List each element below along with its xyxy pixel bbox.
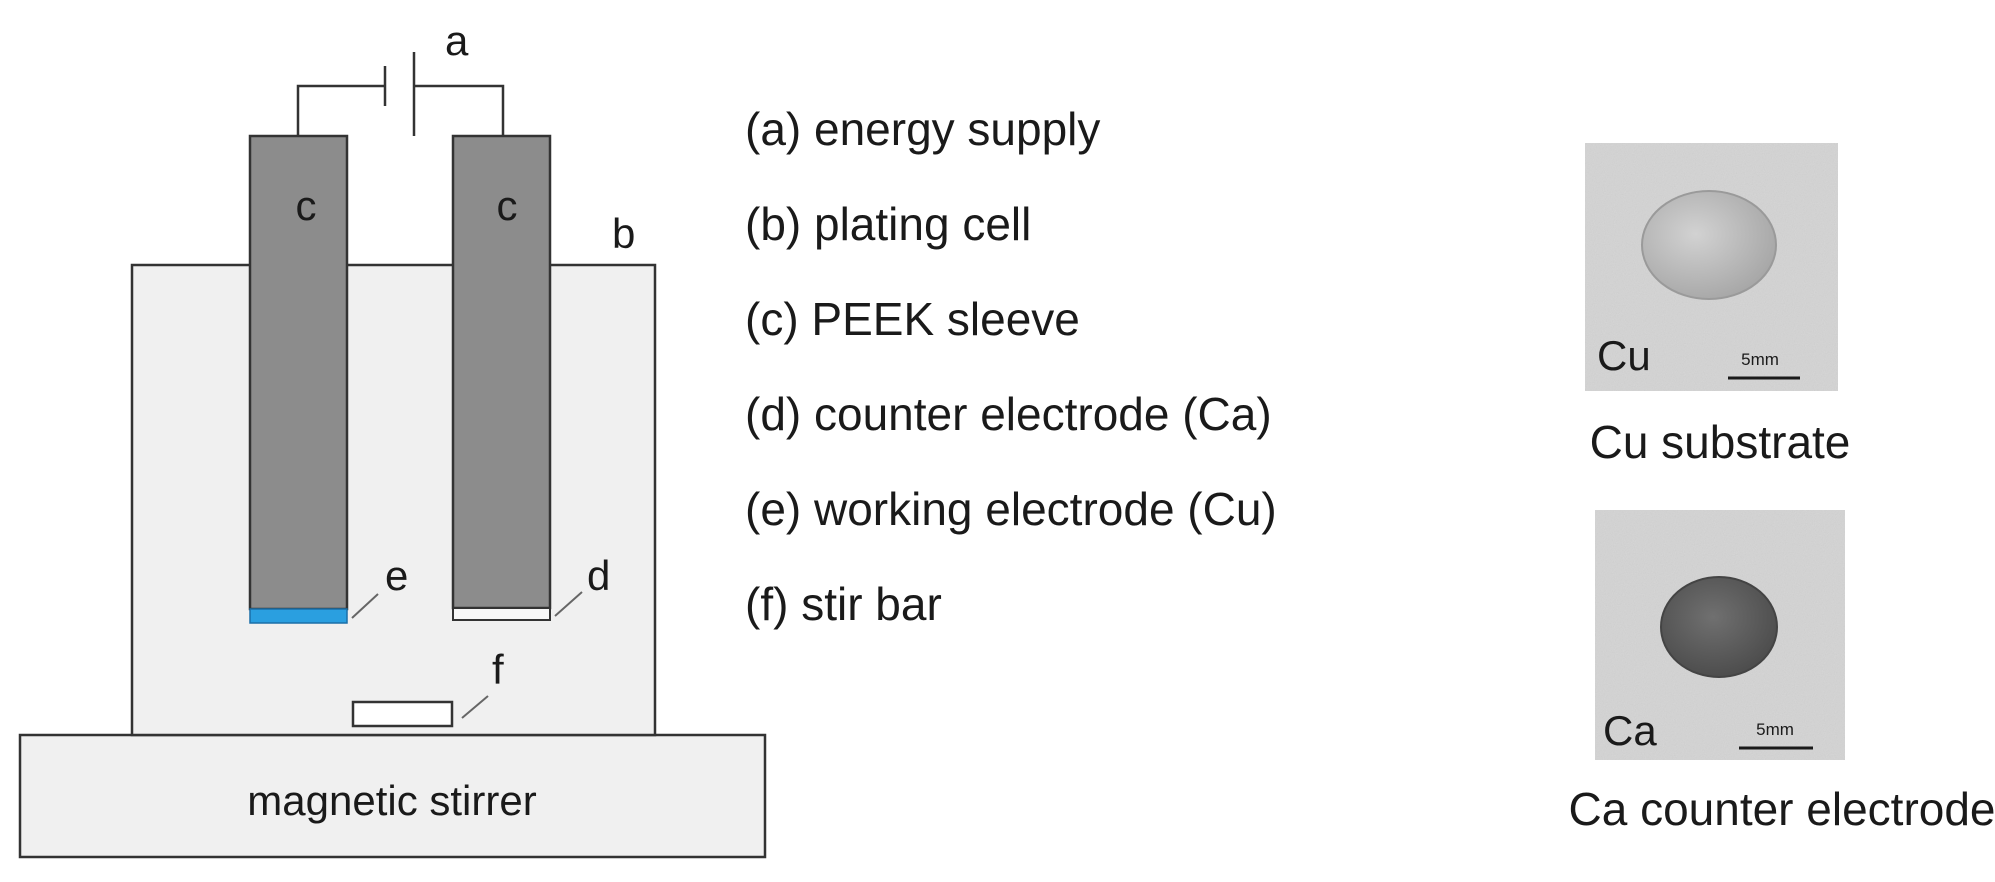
working-electrode bbox=[249, 608, 348, 624]
peek-sleeve-right bbox=[451, 134, 552, 610]
ca-scale-label: 5mm bbox=[1756, 720, 1794, 739]
cu-substrate-caption: Cu substrate bbox=[1590, 416, 1851, 468]
magnetic-stirrer-label: magnetic stirrer bbox=[247, 777, 536, 824]
cu-disc bbox=[1641, 190, 1777, 300]
peek-sleeve-left-label: c bbox=[296, 182, 317, 229]
legend-item-c: (c) PEEK sleeve bbox=[745, 293, 1080, 345]
wire-right bbox=[414, 84, 505, 136]
cu-substrate-photo: Cu 5mm bbox=[1585, 143, 1838, 391]
peek-sleeve-right-label: c bbox=[497, 182, 518, 229]
stir-bar-label: f bbox=[492, 646, 504, 693]
peek-sleeve-left bbox=[248, 134, 349, 611]
ca-photo-label: Ca bbox=[1603, 707, 1657, 754]
ca-counter-electrode-caption: Ca counter electrode bbox=[1568, 783, 1995, 835]
legend-item-a: (a) energy supply bbox=[745, 103, 1100, 155]
working-electrode-label: e bbox=[385, 552, 408, 599]
plating-cell bbox=[130, 263, 657, 737]
ca-electrode-photo: Ca 5mm bbox=[1595, 510, 1845, 760]
stir-bar-leader bbox=[461, 695, 489, 719]
stir-bar bbox=[351, 700, 454, 728]
wire-left bbox=[296, 84, 385, 136]
cu-photo-label: Cu bbox=[1597, 332, 1651, 379]
plating-cell-label: b bbox=[612, 210, 635, 257]
cu-scale-label: 5mm bbox=[1741, 350, 1779, 369]
energy-supply-label: a bbox=[445, 17, 469, 64]
schematic: magnetic stirrer b a c e c d f bbox=[18, 17, 767, 859]
counter-electrode bbox=[452, 607, 551, 621]
counter-electrode-label: d bbox=[587, 552, 610, 599]
counter-electrode-leader bbox=[554, 591, 583, 617]
legend-item-d: (d) counter electrode (Ca) bbox=[745, 388, 1272, 440]
magnetic-stirrer-base bbox=[18, 733, 767, 859]
working-electrode-leader bbox=[351, 593, 379, 619]
ca-disc bbox=[1660, 576, 1778, 678]
energy-supply bbox=[296, 52, 505, 136]
legend-item-b: (b) plating cell bbox=[745, 198, 1031, 250]
legend-item-f: (f) stir bar bbox=[745, 578, 942, 630]
legend: (a) energy supply (b) plating cell (c) P… bbox=[745, 103, 1277, 630]
legend-item-e: (e) working electrode (Cu) bbox=[745, 483, 1277, 535]
